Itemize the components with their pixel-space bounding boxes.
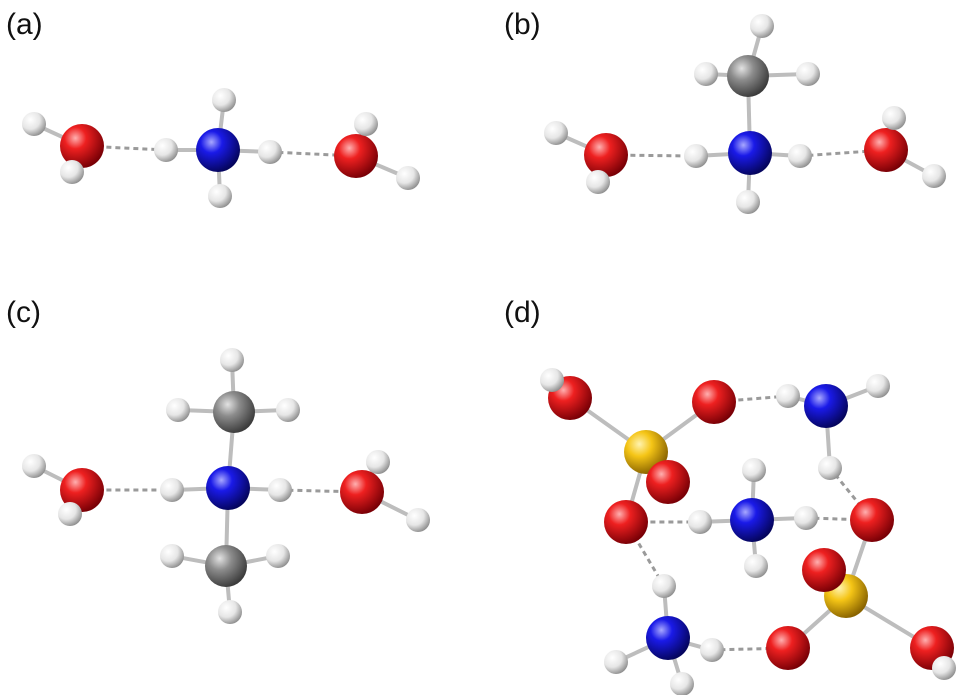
hydrogen-atom-icon [276, 398, 300, 422]
hydrogen-bond-d-5 [720, 646, 773, 652]
panel-c-atoms [22, 348, 430, 624]
panel-d-atoms [540, 368, 956, 695]
hydrogen-atom-icon [212, 88, 236, 112]
hydrogen-bond-b-1 [808, 149, 871, 157]
covalent-bond-c-4 [227, 424, 235, 475]
carbon-atom-icon [205, 545, 247, 587]
hydrogen-atom-icon [694, 62, 718, 86]
oxygen-atom-icon [340, 470, 384, 514]
panel-a-atoms [22, 88, 420, 208]
hydrogen-bond-c-1 [288, 488, 347, 494]
nitrogen-atom-icon [206, 466, 250, 510]
hydrogen-bond-d-3 [834, 473, 864, 509]
oxygen-atom-icon [692, 380, 736, 424]
hydrogen-atom-icon [670, 672, 694, 695]
hydrogen-atom-icon [258, 140, 282, 164]
hydrogen-atom-icon [58, 502, 82, 526]
covalent-bond-d-2 [656, 409, 704, 445]
hydrogen-bond-d-2 [814, 516, 857, 522]
hydrogen-atom-icon [586, 170, 610, 194]
hydrogen-atom-icon [776, 384, 800, 408]
hydrogen-atom-icon [266, 544, 290, 568]
hydrogen-atom-icon [932, 656, 956, 680]
panel-label-c: (c) [6, 296, 41, 329]
hydrogen-atom-icon [700, 638, 724, 662]
hydrogen-atom-icon [922, 164, 946, 188]
hydrogen-atom-icon [736, 190, 760, 214]
hydrogen-atom-icon [540, 368, 564, 392]
covalent-bond-d-12 [848, 532, 870, 584]
hydrogen-atom-icon [652, 574, 676, 598]
hydrogen-bond-a-0 [97, 145, 158, 152]
hydrogen-atom-icon [794, 506, 818, 530]
hydrogen-atom-icon [208, 184, 232, 208]
hydrogen-bond-a-1 [278, 150, 341, 157]
nitrogen-atom-icon [804, 384, 848, 428]
hydrogen-atom-icon [22, 112, 46, 136]
panel-label-d: (d) [504, 296, 541, 329]
hydrogen-atom-icon [166, 398, 190, 422]
hydrogen-atom-icon [544, 121, 568, 145]
hydrogen-bond-d-0 [729, 395, 780, 403]
oxygen-atom-icon [766, 626, 810, 670]
oxygen-atom-icon [850, 498, 894, 542]
hydrogen-atom-icon [396, 166, 420, 190]
hydrogen-atom-icon [354, 112, 378, 136]
hydrogen-atom-icon [604, 650, 628, 674]
nitrogen-atom-icon [646, 616, 690, 660]
oxygen-atom-icon [584, 133, 628, 177]
atoms-layer [22, 14, 956, 695]
oxygen-atom-icon [864, 128, 908, 172]
hydrogen-atom-icon [160, 544, 184, 568]
carbon-atom-icon [213, 391, 255, 433]
covalent-bond-b-5 [746, 88, 752, 140]
hydrogen-atom-icon [788, 144, 812, 168]
nitrogen-atom-icon [730, 498, 774, 542]
oxygen-atom-icon [646, 460, 690, 504]
oxygen-atom-icon [802, 548, 846, 592]
hydrogen-atom-icon [744, 554, 768, 578]
panel-b-atoms [544, 14, 946, 214]
covalent-bond-d-14 [797, 604, 837, 640]
oxygen-atom-icon [60, 468, 104, 512]
covalent-bond-d-4 [628, 464, 644, 510]
hydrogen-atom-icon [366, 450, 390, 474]
covalent-bond-d-15 [857, 601, 921, 643]
hydrogen-atom-icon [218, 600, 242, 624]
panel-label-b: (b) [504, 8, 541, 41]
hydrogen-atom-icon [268, 478, 292, 502]
hydrogen-atom-icon [684, 144, 708, 168]
oxygen-atom-icon [334, 134, 378, 178]
hydrogen-atom-icon [688, 510, 712, 534]
oxygen-atom-icon [604, 500, 648, 544]
covalent-bond-c-5 [224, 501, 230, 554]
hydrogen-atom-icon [750, 14, 774, 38]
covalent-bond-d-0 [580, 404, 636, 446]
hydrogen-atom-icon [866, 374, 890, 398]
nitrogen-atom-icon [196, 128, 240, 172]
hydrogen-bond-d-4 [632, 534, 662, 580]
hydrogen-atom-icon [406, 508, 430, 532]
hydrogen-atom-icon [742, 458, 766, 482]
panel-label-a: (a) [6, 8, 43, 41]
hydrogen-atom-icon [818, 456, 842, 480]
hydrogen-atom-icon [154, 138, 178, 162]
hydrogen-atom-icon [882, 106, 906, 130]
carbon-atom-icon [727, 55, 769, 97]
nitrogen-atom-icon [728, 131, 772, 175]
hydrogen-bond-b-0 [621, 153, 688, 158]
hydrogen-atom-icon [60, 160, 84, 184]
hydrogen-atom-icon [796, 62, 820, 86]
hydrogen-atom-icon [160, 478, 184, 502]
oxygen-atom-icon [60, 124, 104, 168]
hydrogen-atom-icon [220, 348, 244, 372]
hydrogen-atom-icon [22, 454, 46, 478]
